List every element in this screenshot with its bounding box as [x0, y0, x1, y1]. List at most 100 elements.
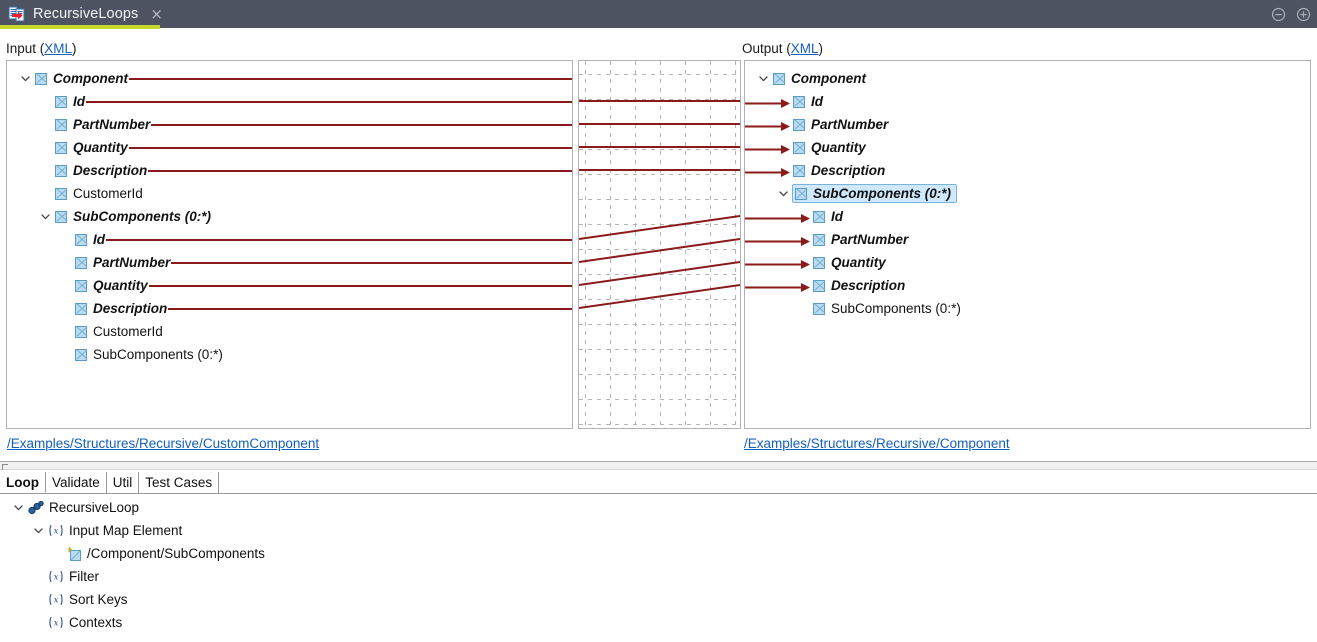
- xml-element-icon: [55, 164, 67, 177]
- grid-line-vertical: [685, 61, 686, 428]
- output-node-label: SubComponents (0:*): [831, 301, 961, 316]
- grid-line-vertical: [635, 61, 636, 428]
- output-label-suffix: ): [818, 41, 824, 56]
- input-tree-row[interactable]: PartNumber: [59, 251, 170, 274]
- grid-line-horizontal: [579, 374, 740, 375]
- input-node-label: PartNumber: [93, 255, 171, 270]
- twisty-spacer: [59, 256, 72, 269]
- grid-line-horizontal: [579, 424, 740, 425]
- mapping-connector-lines: [579, 100, 740, 309]
- plus-circle-icon[interactable]: [1296, 7, 1311, 22]
- xml-element-icon: [55, 187, 67, 200]
- output-tree-row[interactable]: PartNumber: [797, 228, 908, 251]
- chevron-down-icon[interactable]: [19, 72, 32, 85]
- input-structure-path-link[interactable]: /Examples/Structures/Recursive/CustomCom…: [7, 436, 320, 451]
- window-buttons: [1271, 0, 1311, 28]
- twisty-spacer: [32, 616, 45, 629]
- minus-circle-icon[interactable]: [1271, 7, 1286, 22]
- output-node-label: SubComponents (0:*): [813, 186, 951, 201]
- close-icon[interactable]: ×: [150, 4, 163, 23]
- editor-tab-label: RecursiveLoops: [33, 6, 139, 22]
- output-tree-row[interactable]: PartNumber: [777, 113, 888, 136]
- input-xml-link[interactable]: XML: [44, 41, 73, 56]
- input-tree-row[interactable]: CustomerId: [39, 182, 143, 205]
- xml-element-icon: [813, 302, 825, 315]
- horizontal-splitter[interactable]: [0, 461, 1317, 470]
- mapping-link-arrow: [745, 211, 810, 223]
- input-tree-row[interactable]: Quantity: [59, 274, 148, 297]
- twisty-spacer: [59, 233, 72, 246]
- loop-node-label: Contexts: [69, 615, 123, 630]
- bottom-tab-loop[interactable]: Loop: [0, 472, 46, 493]
- mapping-link-arrow: [745, 142, 790, 154]
- bottom-tab-label: Loop: [6, 474, 39, 490]
- xml-element-icon: [75, 348, 87, 361]
- chevron-down-icon[interactable]: [757, 72, 770, 85]
- output-structure-path-link[interactable]: /Examples/Structures/Recursive/Component: [744, 436, 1010, 451]
- tab-strip-filler: [219, 472, 1317, 493]
- bottom-tab-test-cases[interactable]: Test Cases: [139, 472, 220, 493]
- output-node-label: Component: [791, 71, 866, 86]
- output-node-label: Quantity: [811, 140, 866, 155]
- bottom-tab-strip[interactable]: Loop Validate Util Test Cases: [0, 472, 1317, 494]
- editor-tab-recursiveloops[interactable]: RecursiveLoops ×: [0, 0, 169, 29]
- output-tree-row[interactable]: Quantity: [777, 136, 866, 159]
- input-tree-row[interactable]: Component: [19, 67, 128, 90]
- output-tree-row[interactable]: Id: [797, 205, 843, 228]
- mapping-link-stub: [151, 124, 572, 126]
- output-tree-row[interactable]: SubComponents (0:*): [777, 182, 957, 205]
- input-tree-row[interactable]: Id: [39, 90, 85, 113]
- grid-line-horizontal: [579, 349, 740, 350]
- output-tree-row[interactable]: Description: [797, 274, 905, 297]
- svg-text:x: x: [54, 618, 59, 628]
- twisty-spacer: [39, 95, 52, 108]
- input-tree-row[interactable]: Quantity: [39, 136, 128, 159]
- grid-line-vertical: [710, 61, 711, 428]
- input-node-label: Id: [93, 232, 105, 247]
- chevron-down-icon[interactable]: [39, 210, 52, 223]
- output-tree-row[interactable]: Id: [777, 90, 823, 113]
- output-tree-row[interactable]: SubComponents (0:*): [797, 297, 961, 320]
- output-tree-row[interactable]: Description: [777, 159, 885, 182]
- input-tree-row[interactable]: CustomerId: [59, 320, 163, 343]
- output-tree-row[interactable]: Component: [757, 67, 866, 90]
- input-tree-row[interactable]: PartNumber: [39, 113, 150, 136]
- twisty-spacer: [52, 547, 65, 560]
- bottom-tab-validate[interactable]: Validate: [46, 472, 107, 493]
- mapping-canvas[interactable]: [578, 60, 741, 429]
- loop-tree-row[interactable]: x Contexts: [32, 611, 122, 634]
- output-xml-link[interactable]: XML: [790, 41, 819, 56]
- input-tree-row[interactable]: Id: [59, 228, 105, 251]
- output-tree-row[interactable]: Quantity: [797, 251, 886, 274]
- selected-node-highlight[interactable]: SubComponents (0:*): [792, 184, 957, 203]
- output-node-label: Id: [811, 94, 823, 109]
- function-fx-icon: x: [48, 570, 64, 583]
- function-fx-icon: x: [48, 593, 64, 606]
- xml-element-icon: [773, 72, 785, 85]
- chevron-down-icon[interactable]: [32, 524, 45, 537]
- input-node-label: SubComponents (0:*): [93, 347, 223, 362]
- bottom-tab-util[interactable]: Util: [106, 472, 140, 493]
- loop-tree-row[interactable]: /Component/SubComponents: [52, 542, 265, 565]
- input-tree-row[interactable]: SubComponents (0:*): [59, 343, 223, 366]
- loop-tree-row[interactable]: RecursiveLoop: [12, 496, 139, 519]
- twisty-spacer: [797, 302, 810, 315]
- input-tree-row[interactable]: SubComponents (0:*): [39, 205, 211, 228]
- grid-line-horizontal: [579, 174, 740, 175]
- chevron-down-icon[interactable]: [777, 187, 790, 200]
- input-tree-row[interactable]: Description: [39, 159, 147, 182]
- xml-element-icon: [55, 95, 67, 108]
- input-tree-row[interactable]: Description: [59, 297, 167, 320]
- input-node-label: CustomerId: [73, 186, 143, 201]
- grid-line-vertical: [660, 61, 661, 428]
- bottom-tab-label: Test Cases: [145, 475, 213, 490]
- bottom-tab-label: Validate: [52, 475, 100, 490]
- mapping-link-stub: [171, 262, 572, 264]
- chevron-down-icon[interactable]: [12, 501, 25, 514]
